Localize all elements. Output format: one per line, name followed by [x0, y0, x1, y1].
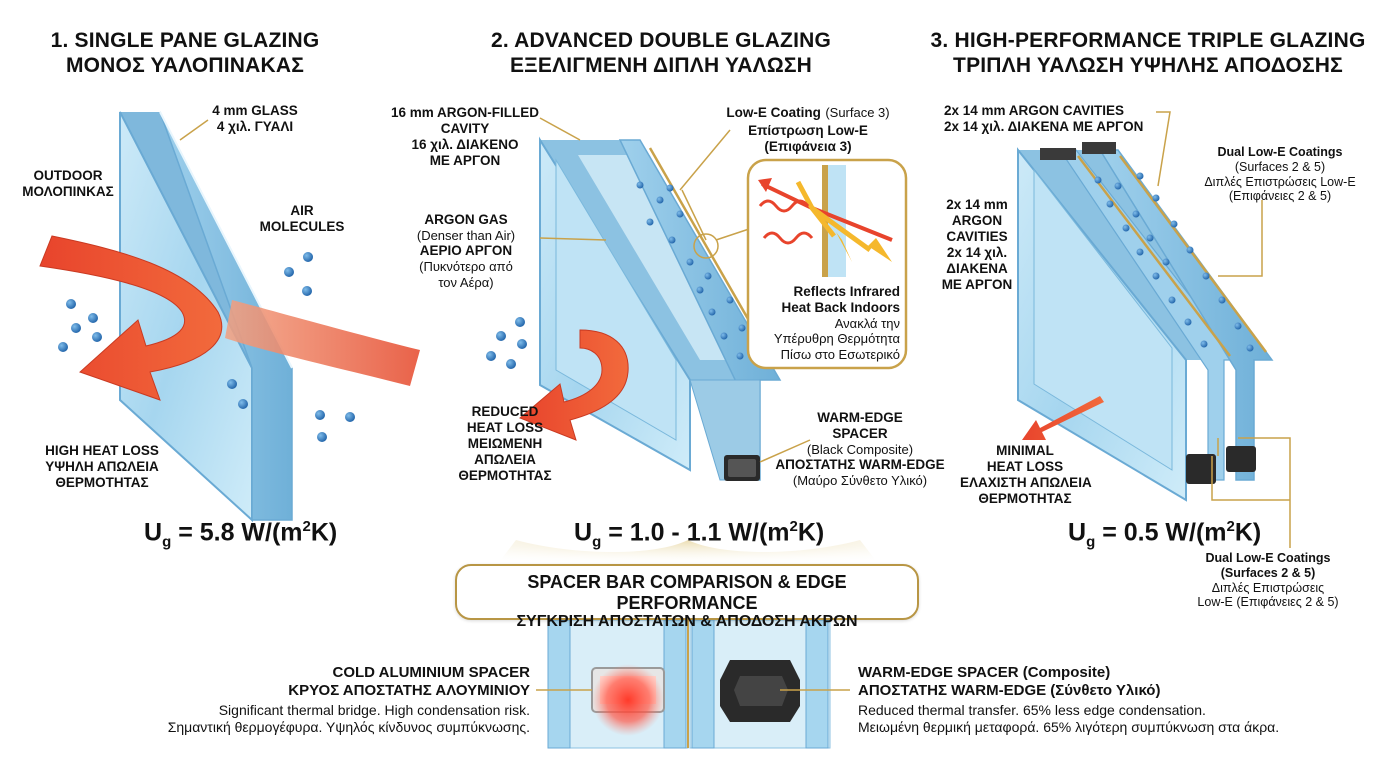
panel2-heat-loss-label: REDUCED HEAT LOSS ΜΕΙΩΜΕΝΗ ΑΠΩΛΕΙΑ ΘΕΡΜΟ… — [458, 404, 552, 483]
panel1-ug-value: Ug = 5.8 W/(m2K) — [144, 518, 338, 551]
leader-line — [179, 119, 209, 141]
panel2-low-e-label: Low-E Coating (Surface 3) Επίστρωση Low-… — [726, 105, 890, 154]
panel3-dual-low-e-label: Dual Low-E Coatings (Surfaces 2 & 5) Διπ… — [1204, 145, 1356, 204]
panel2-argon-label: ARGON GAS (Denser than Air) ΑΕΡΙΟ ΑΡΓΟΝ … — [416, 212, 516, 290]
panel2-spacer-label: WARM-EDGE SPACER (Black Composite) ΑΠΟΣΤ… — [775, 410, 945, 489]
panel3-ug-value: Ug = 0.5 W/(m2K) — [1068, 518, 1262, 551]
leader-lines-panel3 — [1156, 111, 1291, 548]
cold-spacer-label: COLD ALUMINIUM SPACER ΚΡΥΟΣ ΑΠΟΣΤΑΤΗΣ ΑΛ… — [167, 664, 530, 735]
panel2-cavity-label: 16 mm ARGON-FILLED CAVITY 16 χιλ. ΔΙΑΚΕΝ… — [390, 105, 539, 168]
panel3-dual-low-e-bottom-label: Dual Low-E Coatings (Surfaces 2 & 5) Διπ… — [1197, 551, 1339, 610]
reduced-heat-arrow — [519, 329, 629, 441]
triple-glazing-unit — [1017, 142, 1274, 502]
triple-argon-molecules — [1094, 172, 1254, 352]
panel1-glass-label: 4 mm GLASS 4 χιλ. ΓΥΑΛΙ — [212, 103, 298, 134]
panel2-title: 2. ADVANCED DOUBLE GLAZING ΕΞΕΛΙΓΜΕΝΗ ΔΙ… — [490, 29, 832, 77]
panel3-title: 3. HIGH-PERFORMANCE TRIPLE GLAZING ΤΡΙΠΛ… — [930, 29, 1366, 77]
panel2-reflect-label: Reflects Infrared Heat Back Indoors Ανακ… — [773, 284, 900, 362]
panel1-air-label: AIR MOLECULES — [259, 203, 345, 234]
panel3-cavity-left-label: 2x 14 mm ARGON CAVITIES 2x 14 χιλ. ΔΙΑΚΕ… — [941, 197, 1013, 292]
minimal-heat-arrow — [1022, 396, 1104, 440]
air-molecules — [58, 252, 355, 442]
warm-spacer-label: WARM-EDGE SPACER (Composite) ΑΠΟΣΤΑΤΗΣ W… — [858, 664, 1280, 735]
panel3-cavity-top-label: 2x 14 mm ARGON CAVITIES 2x 14 χιλ. ΔΙΑΚΕ… — [944, 103, 1144, 134]
comparison-title-gr: ΣΥΓΚΡΙΣΗ ΑΠΟΣΤΑΤΩΝ & ΑΠΟΔΟΣΗ ΑΚΡΩΝ — [516, 613, 858, 631]
double-glazing-unit — [539, 136, 782, 481]
comparison-title: SPACER BAR COMPARISON & EDGE PERFORMANCE — [527, 572, 847, 613]
panel1-outdoor-label: OUTDOOR ΜΟΛΟΠΙΝΚΑΣ — [22, 168, 114, 199]
spacer-comparison-title-box: SPACER BAR COMPARISON & EDGE PERFORMANCE… — [455, 564, 919, 630]
panel1-heat-loss-label: HIGH HEAT LOSS ΥΨΗΛΗ ΑΠΩΛΕΙΑ ΘΕΡΜΟΤΗΤΑΣ — [45, 443, 159, 490]
panel2-ug-value: Ug = 1.0 - 1.1 W/(m2K) — [574, 518, 825, 551]
heat-loss-arrow — [39, 235, 420, 401]
low-e-inset — [681, 158, 908, 370]
panel1-title: 1. SINGLE PANE GLAZING ΜΟΝΟΣ ΥΑΛΟΠΙΝΑΚΑΣ — [50, 29, 320, 77]
leader-lines-panel2 — [539, 117, 811, 463]
panel3-heat-loss-label: MINIMAL HEAT LOSS ΕΛΑΧΙΣΤΗ ΑΠΩΛΕΙΑ ΘΕΡΜΟ… — [960, 443, 1092, 506]
spacer-comparison-graphic — [496, 540, 880, 749]
